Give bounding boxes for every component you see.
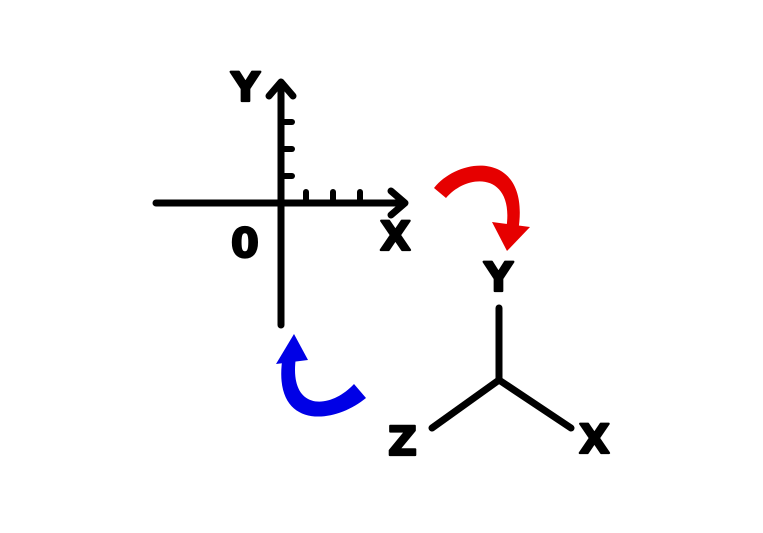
red-curved-arrow [434,165,530,251]
red-arrow-body [434,165,520,232]
z-axis-label-3d: Z [388,419,417,465]
x-axis-arrowhead [387,187,409,219]
blue-arrow-body [281,355,366,417]
z-axis-3d [428,376,503,432]
x-axis-label-2d: X [380,214,411,260]
y-axis-arrowhead [265,78,297,100]
y-axis-label-3d: Y [483,255,514,301]
origin-label: 0 [231,221,259,267]
x-axis-3d [495,376,575,432]
axes-2d: Y X 0 [152,64,412,329]
red-arrow-head [492,222,530,251]
x-axis-label-3d: X [579,417,610,463]
blue-arrow-head [276,334,308,364]
blue-curved-arrow [276,334,366,417]
y-axis-label-2d: Y [230,65,261,111]
axes-3d: Y X Z [387,254,611,466]
